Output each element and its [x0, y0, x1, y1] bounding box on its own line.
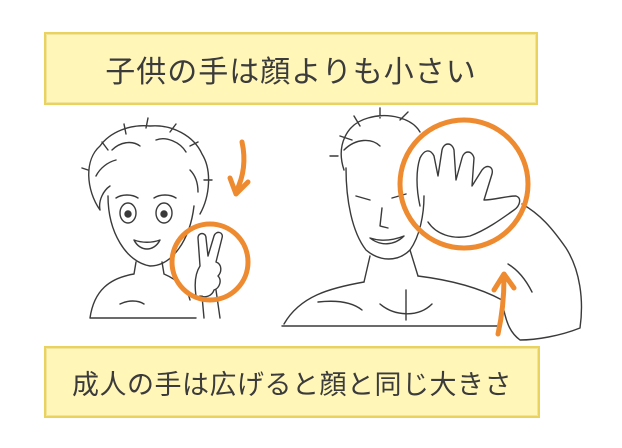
child-body	[89, 261, 197, 319]
adult-nose	[379, 207, 389, 229]
child-figure	[81, 117, 224, 319]
child-right-eye	[155, 202, 173, 224]
caption-adult-hand: 成人の手は広げると顔と同じ大きさ	[44, 346, 540, 418]
child-hair	[88, 125, 210, 215]
child-hand-highlight-circle	[169, 221, 251, 303]
child-left-eye	[119, 202, 137, 224]
adult-hair	[329, 107, 421, 171]
adult-mouth	[369, 235, 405, 245]
caption-child-hand: 子供の手は顔よりも小さい	[44, 32, 538, 105]
adult-hand-highlight-circle	[397, 117, 531, 251]
child-face	[107, 195, 195, 267]
child-hand	[194, 231, 224, 319]
adult-arm	[501, 203, 583, 341]
adult-figure	[281, 107, 583, 341]
adult-neck	[363, 249, 419, 283]
adult-body	[281, 275, 503, 327]
adult-face	[345, 167, 425, 260]
child-mouth	[133, 239, 161, 250]
adult-hand	[416, 143, 521, 238]
child-pointer-arrow	[227, 139, 251, 197]
adult-pointer-arrow	[491, 271, 517, 337]
